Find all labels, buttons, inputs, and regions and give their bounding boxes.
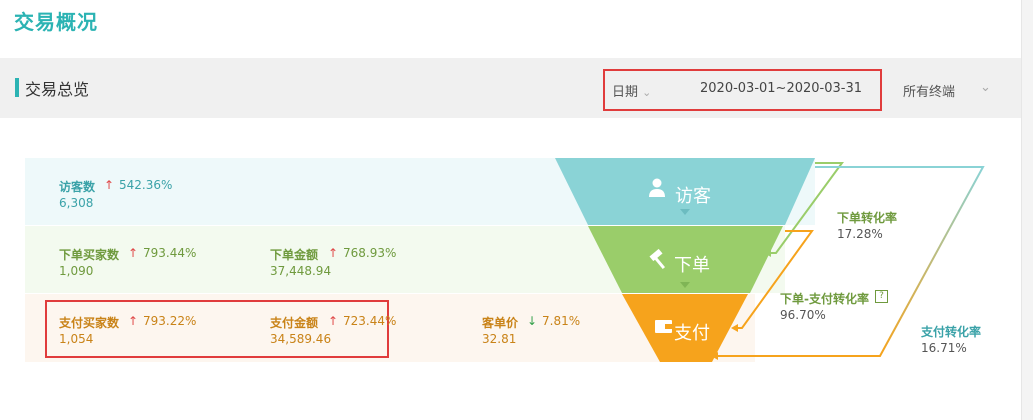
- arrow-down-icon: ↓: [527, 314, 538, 328]
- arrow-up-icon: ↑: [128, 314, 139, 328]
- pay-metrics-highlight: [45, 300, 389, 358]
- funnel-visit-label: 访客: [675, 186, 711, 207]
- pay-rate-value: 16.71%: [921, 341, 967, 355]
- unit-price-label: 客单价: [482, 316, 519, 330]
- order-buyers-label: 下单买家数: [59, 248, 120, 262]
- arrow-up-icon: ↑: [328, 246, 339, 260]
- chevron-down-icon: [680, 282, 690, 288]
- date-range-picker[interactable]: 2020-03-01~2020-03-31: [700, 81, 862, 96]
- visitors-label: 访客数: [59, 180, 96, 194]
- order-amount-label: 下单金额: [270, 248, 319, 262]
- user-icon: [652, 178, 662, 188]
- funnel-visit-segment: [555, 158, 815, 225]
- order-pay-rate-value: 96.70%: [780, 308, 826, 322]
- order-pay-rate-label: 下单-支付转化率: [780, 292, 869, 306]
- pay-amount-value: 34,589.46: [270, 332, 332, 346]
- order-amount-value: 37,448.94: [270, 264, 332, 278]
- pay-rate-connector: [715, 166, 985, 357]
- arrow-up-icon: ↑: [104, 178, 115, 192]
- funnel-order-segment: [588, 226, 783, 293]
- order-amount-pct: 768.93%: [343, 246, 397, 260]
- help-icon[interactable]: ?: [875, 290, 888, 303]
- pay-buyers-pct: 793.22%: [143, 314, 197, 328]
- pay-amount-pct: 723.44%: [343, 314, 397, 328]
- chevron-down-icon: [680, 209, 690, 215]
- chevron-down-icon[interactable]: ⌄: [980, 80, 991, 95]
- section-accent-bar: [15, 78, 19, 97]
- arrow-up-icon: ↑: [328, 314, 339, 328]
- funnel-order-label: 下单: [674, 255, 710, 276]
- arrow-up-icon: ↑: [128, 246, 139, 260]
- hammer-icon: [649, 248, 663, 262]
- chevron-down-icon: ⌄: [642, 86, 652, 99]
- pay-buyers-value: 1,054: [59, 332, 94, 346]
- page-title: 交易概况: [14, 10, 98, 34]
- vertical-scrollbar[interactable]: [1021, 0, 1033, 420]
- unit-price-pct: 7.81%: [542, 314, 581, 328]
- pay-amount-label: 支付金额: [270, 316, 319, 330]
- order-rate-label: 下单转化率: [837, 211, 898, 225]
- order-rate-connector: [768, 162, 844, 254]
- unit-price-value: 32.81: [482, 332, 517, 346]
- funnel-pay-label: 支付: [674, 323, 710, 344]
- section-title: 交易总览: [25, 80, 90, 99]
- order-pay-connector: [735, 230, 814, 329]
- funnel-pay-segment: [622, 294, 748, 362]
- pay-buyers-label: 支付买家数: [59, 316, 120, 330]
- visitors-pct: 542.36%: [119, 178, 173, 192]
- date-filter-highlight: [603, 69, 882, 111]
- wallet-icon: [655, 320, 672, 333]
- pay-rate-label: 支付转化率: [921, 325, 982, 339]
- terminal-label: 所有终端: [903, 85, 956, 100]
- order-buyers-value: 1,090: [59, 264, 94, 278]
- date-dropdown[interactable]: 日期 ⌄: [612, 81, 651, 100]
- terminal-dropdown[interactable]: 所有终端: [903, 81, 955, 100]
- order-buyers-pct: 793.44%: [143, 246, 197, 260]
- visitors-value: 6,308: [59, 196, 94, 210]
- filter-bar: [0, 58, 1021, 118]
- date-label: 日期: [612, 85, 639, 100]
- order-rate-value: 17.28%: [837, 227, 883, 241]
